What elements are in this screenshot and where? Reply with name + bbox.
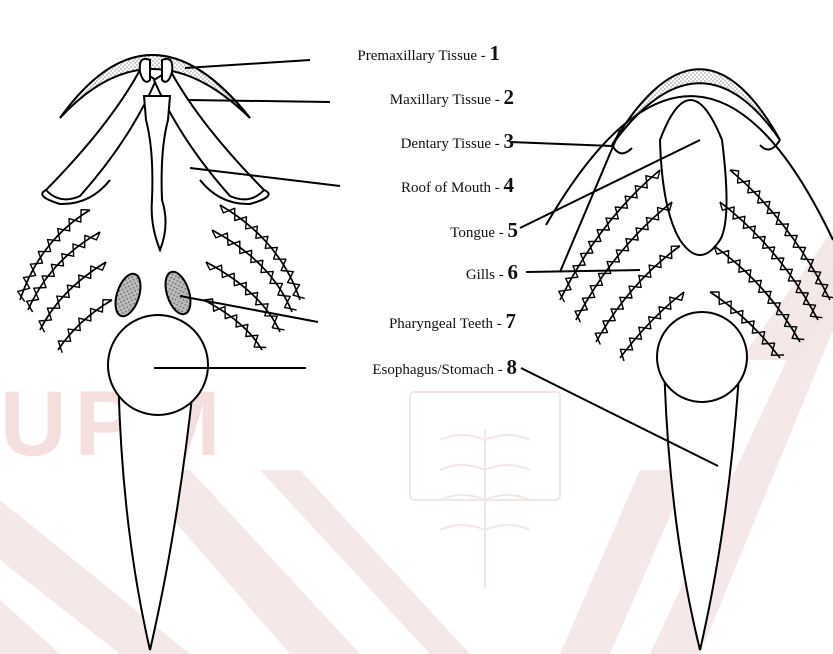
- label-gills: Gills - 6: [466, 260, 518, 284]
- esophagus-left: [108, 315, 208, 415]
- watermark-stripe: [0, 600, 60, 654]
- gill-filament: [212, 230, 297, 310]
- label-tongue: Tongue - 5: [450, 218, 518, 242]
- pharyngeal-teeth-left: [111, 271, 146, 320]
- gill-filament: [27, 232, 100, 312]
- gill-arches-right: [204, 205, 305, 350]
- gill-filament: [58, 300, 112, 353]
- leader-4: [190, 168, 340, 186]
- roof-of-mouth-left: [144, 96, 170, 250]
- leader-1: [185, 60, 310, 68]
- leader-3: [510, 142, 612, 146]
- leader-2: [188, 100, 330, 102]
- label-pharyngeal-teeth: Pharyngeal Teeth - 7: [389, 309, 516, 333]
- label-dentary-tissue: Dentary Tissue - 3: [401, 129, 514, 153]
- gill-filament: [575, 202, 672, 322]
- open-book-icon: [410, 392, 560, 588]
- leader-6b: [560, 130, 620, 272]
- maxillary-arm-left: [46, 70, 156, 199]
- dentary-inner-left: [612, 145, 632, 153]
- pharyngeal-teeth-right: [161, 269, 196, 318]
- leader-7: [180, 296, 318, 322]
- gill-arches-left: [18, 210, 112, 353]
- label-premaxillary-tissue: Premaxillary Tissue - 1: [357, 41, 500, 65]
- label-esophagus-stomach: Esophagus/Stomach - 8: [372, 355, 517, 379]
- label-roof-of-mouth: Roof of Mouth - 4: [401, 173, 515, 197]
- maxillary-arm-right: [154, 70, 264, 199]
- gill-filament: [559, 170, 660, 302]
- leader-lines: [154, 60, 718, 466]
- gill-filament: [39, 262, 106, 332]
- label-maxillary-tissue: Maxillary Tissue - 2: [390, 85, 514, 109]
- esophagus-right: [657, 312, 747, 402]
- gill-filament: [730, 170, 833, 298]
- tongue: [660, 100, 727, 255]
- gill-filament: [220, 205, 305, 298]
- leader-6: [526, 270, 640, 272]
